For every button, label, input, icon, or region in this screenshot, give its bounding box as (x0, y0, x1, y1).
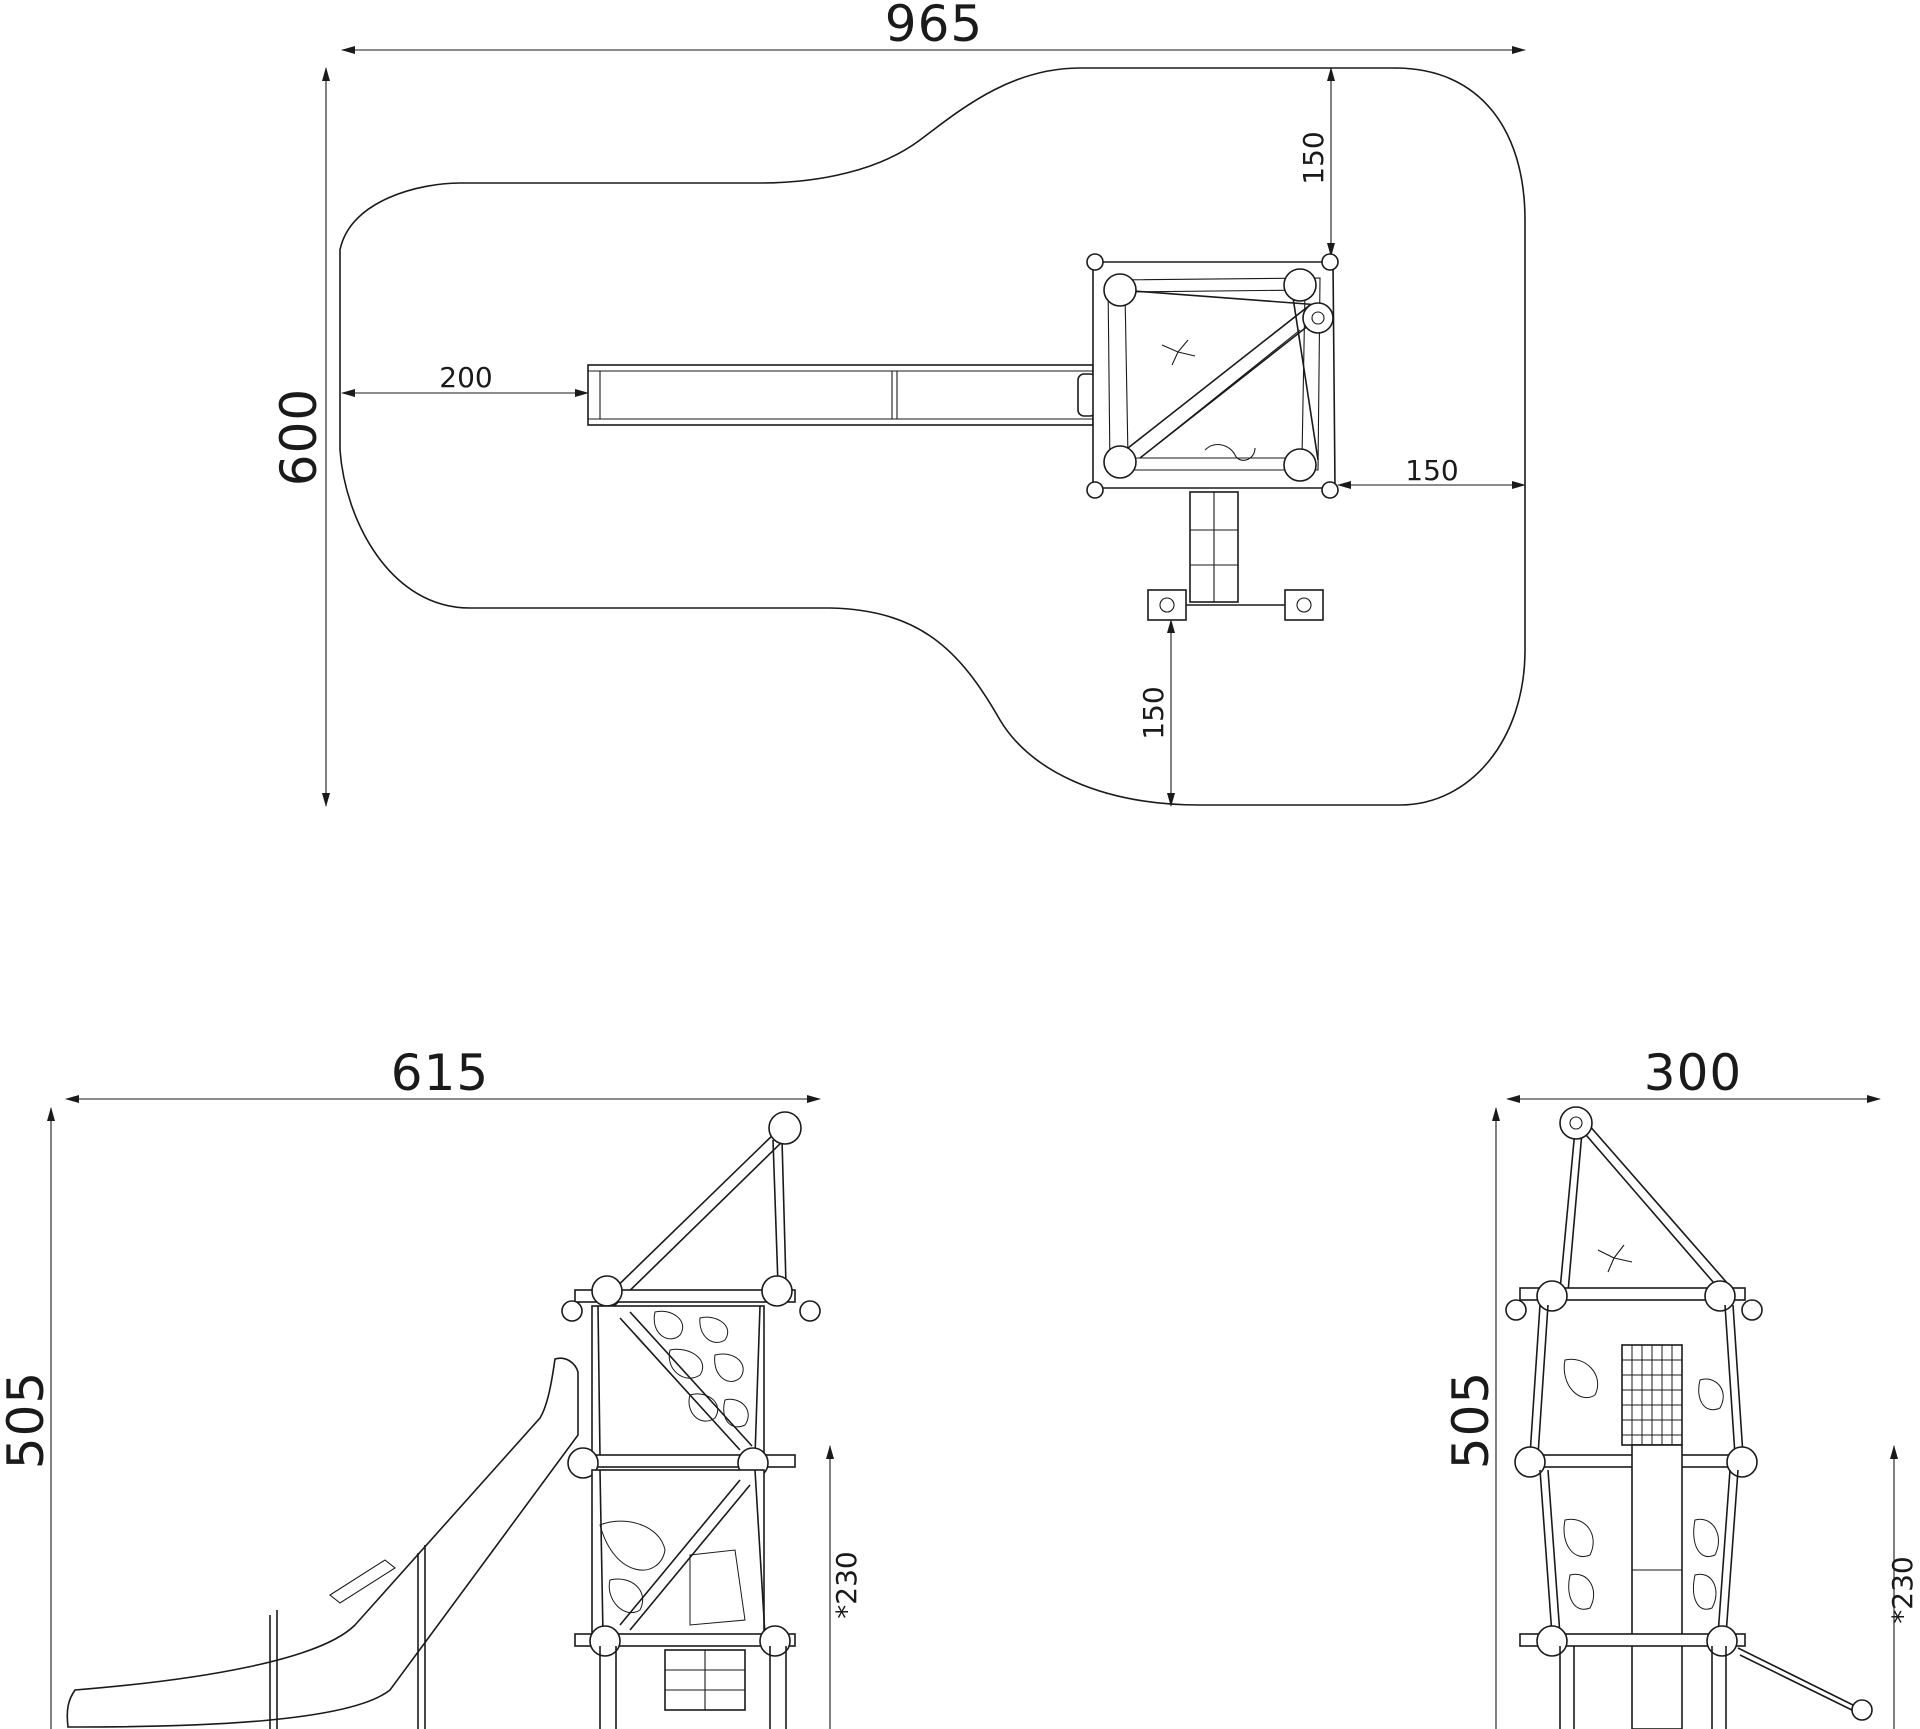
bottom-clearance-label: 150 (1137, 686, 1170, 739)
tower-plan (1086, 253, 1339, 499)
side-height-label: 505 (0, 1371, 55, 1469)
front-height-label: 505 (1442, 1371, 1500, 1469)
top-clearance-label: 150 (1297, 131, 1330, 184)
side-view: 615 505 *230 (0, 1044, 863, 1729)
slide-clearance-label: 200 (439, 361, 492, 394)
slide-side (66, 1357, 579, 1729)
overall-depth-label: 600 (270, 388, 328, 486)
front-view: 300 505 *230 (1442, 1044, 1919, 1729)
front-width-label: 300 (1644, 1044, 1742, 1102)
plan-view: 965 600 200 150 150 150 (270, 0, 1526, 807)
slide-plan (587, 364, 1097, 426)
tower-front (1505, 1106, 1873, 1729)
side-platform-height-label: *230 (830, 1551, 863, 1618)
side-width-label: 615 (391, 1044, 489, 1102)
right-clearance-label: 150 (1405, 454, 1458, 487)
front-platform-height-label: *230 (1886, 1556, 1919, 1623)
overall-width-label: 965 (885, 0, 983, 53)
climbing-net-plan (1147, 491, 1324, 621)
safety-zone-outline (339, 67, 1526, 806)
tower-side (561, 1111, 821, 1729)
